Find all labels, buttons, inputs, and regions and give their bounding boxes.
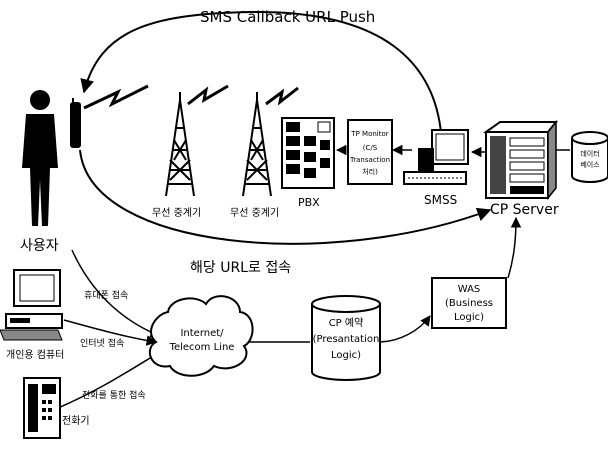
tp-monitor-label-3: Transaction	[349, 156, 390, 164]
smss-label: SMSS	[424, 193, 457, 207]
url-access-label: 해당 URL로 접속	[190, 260, 291, 276]
smss-computer-icon	[404, 130, 468, 184]
relay-tower-2	[243, 92, 271, 196]
wireless-signal-2	[188, 86, 228, 104]
internet-access-label: 인터넷 접속	[80, 337, 124, 349]
cp-reserve-label-2: (Presantation	[313, 334, 380, 345]
cp-server-label: CP Server	[490, 202, 559, 218]
wireless-signal-1	[84, 86, 148, 108]
database-label-2: 베이스	[580, 160, 600, 169]
relay2-label: 무선 중계기	[230, 207, 279, 219]
personal-computer-icon	[0, 270, 62, 340]
database-label-1: 데이터	[580, 149, 599, 158]
tp-monitor-label-1: TP Monitor	[350, 130, 388, 138]
phone-access-label: 전화를 통한 접속	[82, 389, 146, 401]
was-label-2: (Business	[445, 298, 493, 309]
cp-reserve-label-1: CP 예약	[329, 317, 364, 329]
cp-reserve-to-was-arrow	[378, 316, 430, 342]
tp-monitor-label-2: (C/S	[363, 144, 378, 152]
pbx-label: PBX	[298, 196, 320, 209]
tp-monitor-label-4: 처리)	[362, 167, 378, 176]
was-label-3: Logic)	[454, 312, 484, 323]
pbx-icon	[282, 118, 334, 188]
sms-callback-label: SMS Callback URL Push	[200, 8, 375, 26]
mobile-phone-icon	[70, 98, 81, 148]
cp-reserve-label-3: Logic)	[331, 350, 361, 361]
cloud-label-1: Internet/	[180, 328, 224, 339]
wireless-signal-3	[266, 88, 298, 104]
cloud-label-2: Telecom Line	[169, 342, 235, 353]
telephone-icon	[24, 378, 60, 438]
was-label-1: WAS	[458, 284, 481, 295]
relay-tower-1	[166, 92, 194, 196]
user-figure	[22, 90, 58, 226]
was-to-cp-server-arrow	[508, 218, 516, 278]
cp-server-icon	[486, 122, 556, 198]
relay1-label: 무선 중계기	[152, 207, 201, 219]
pc-label: 개인용 컴퓨터	[6, 349, 64, 361]
mobile-access-label: 휴대폰 접속	[84, 289, 128, 301]
phone-label: 전화기	[62, 415, 90, 427]
user-label: 사용자	[20, 238, 59, 254]
